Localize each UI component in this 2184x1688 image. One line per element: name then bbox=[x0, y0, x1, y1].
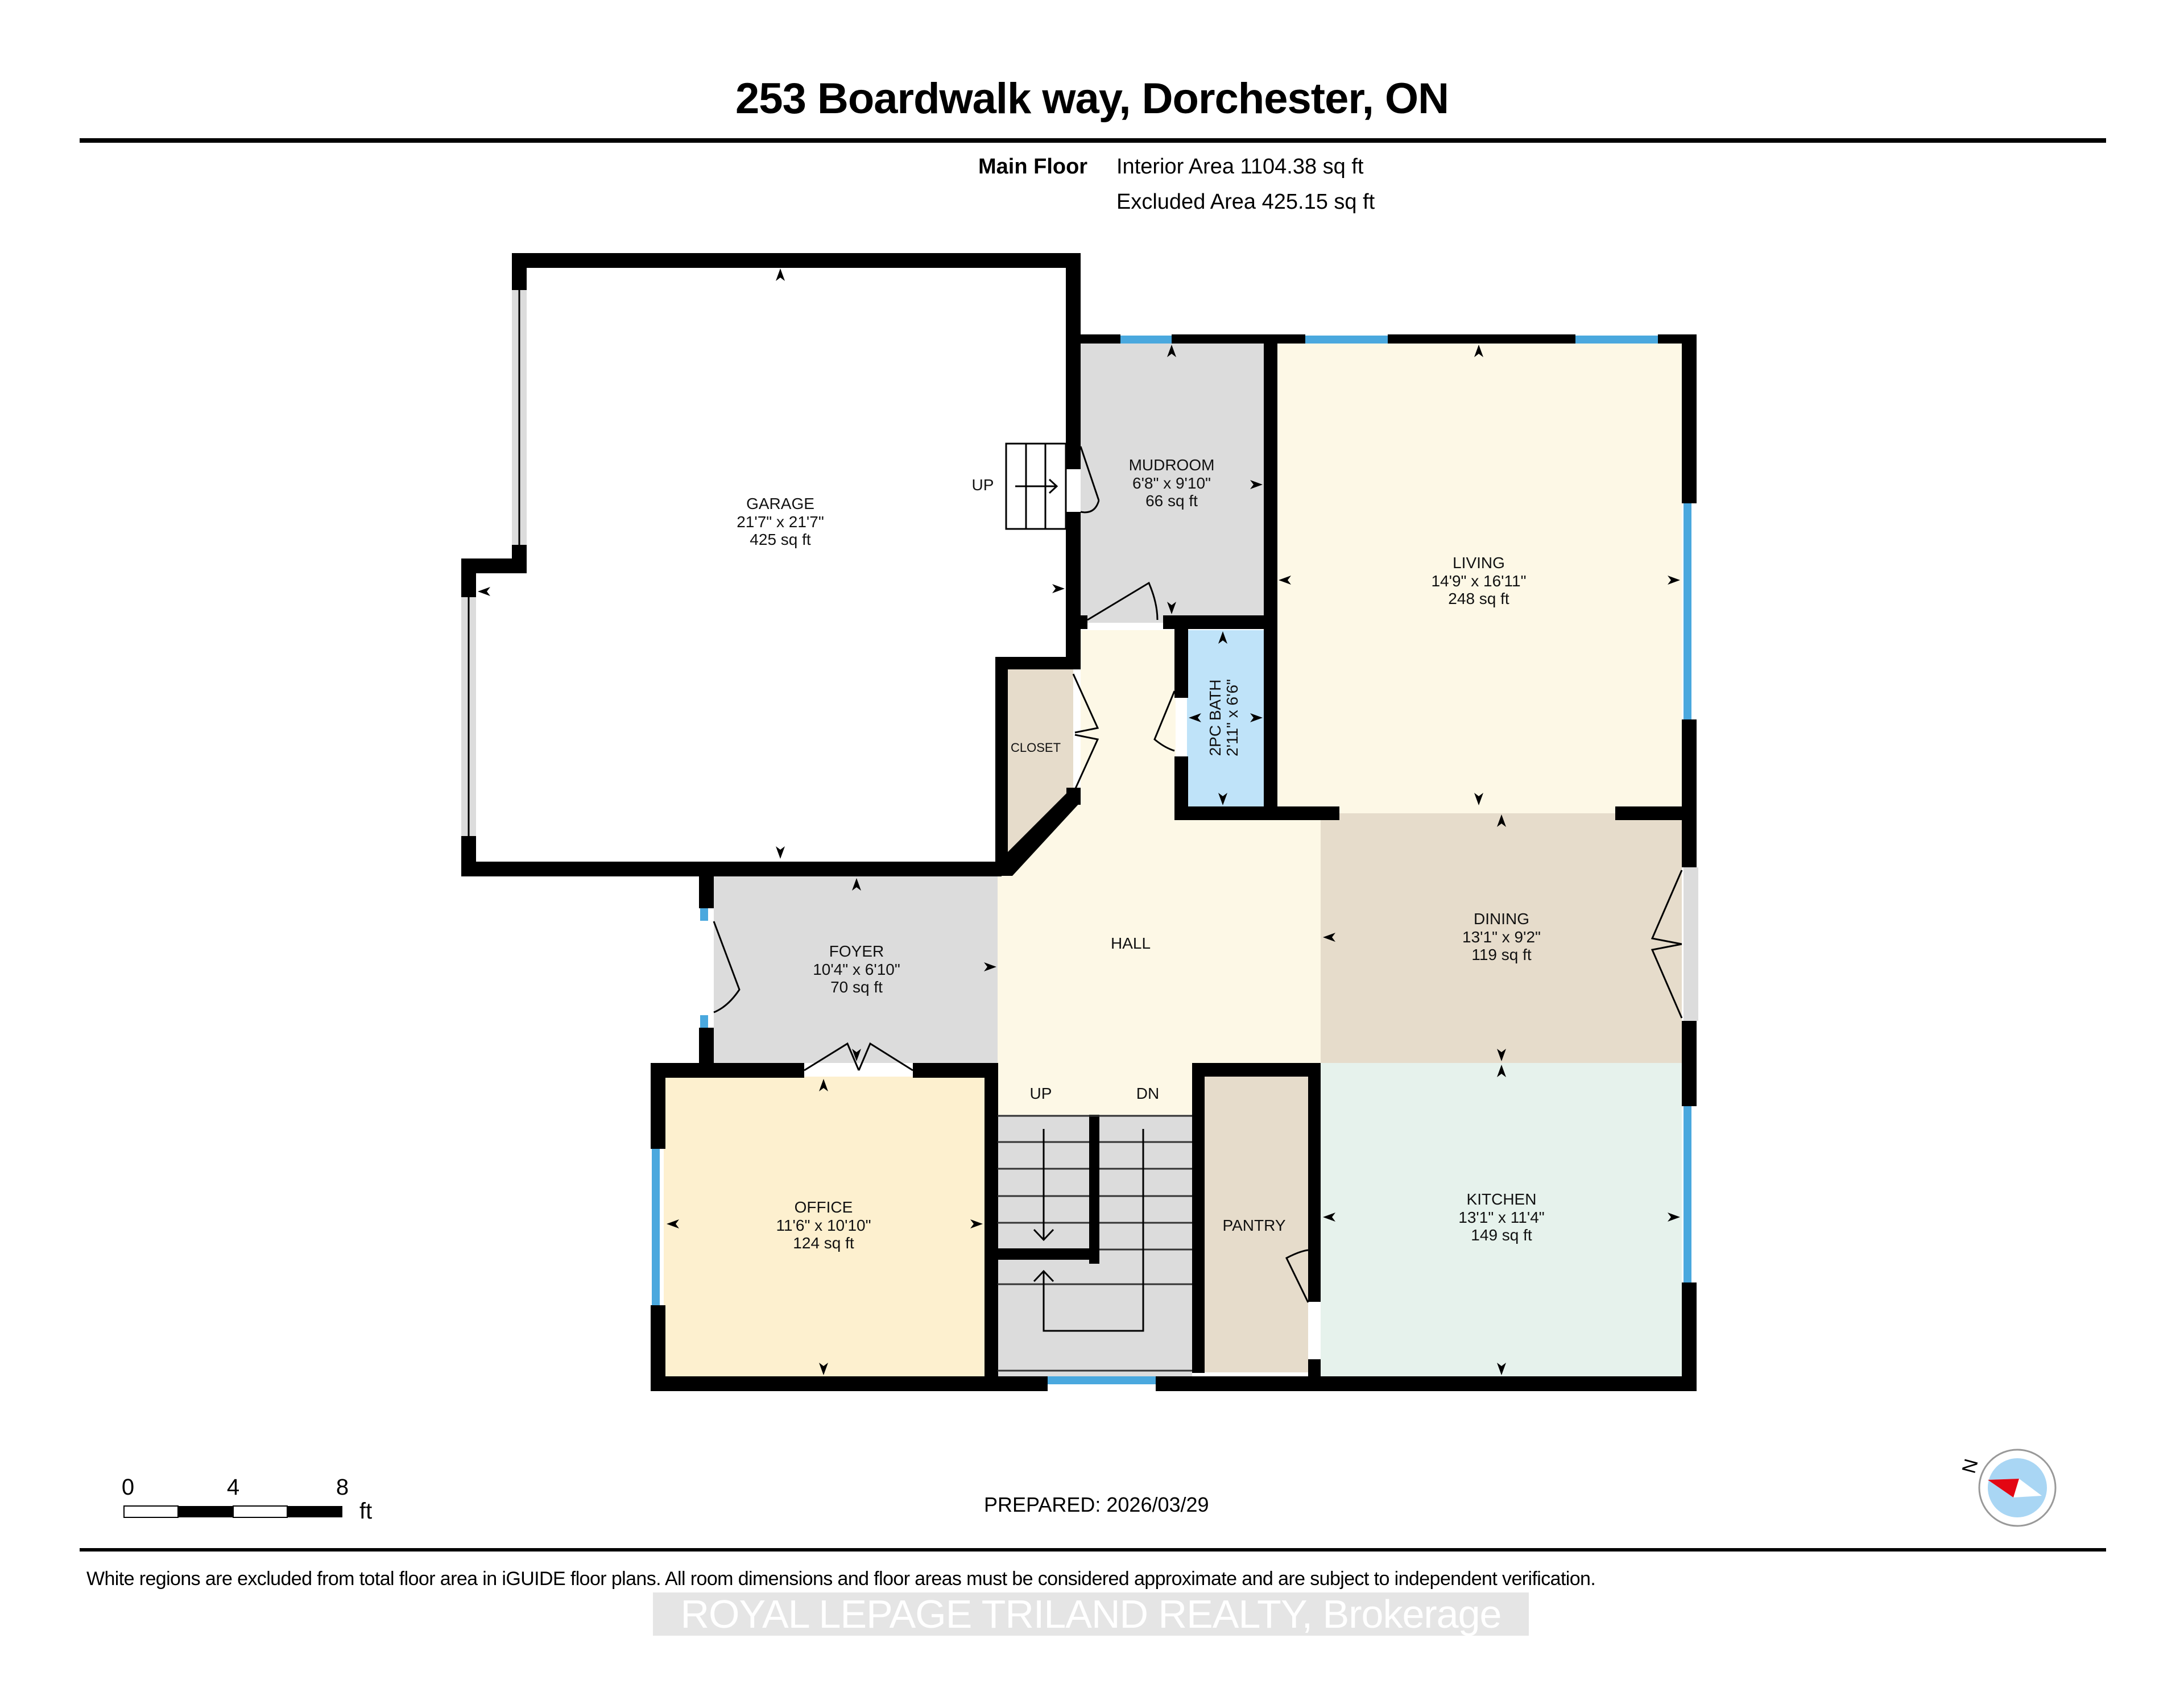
compass-north-label: N bbox=[1958, 1457, 1983, 1476]
living-dims: 14'9" x 16'11" bbox=[1431, 572, 1526, 590]
scale-bar: 0 4 8 ft bbox=[122, 1475, 372, 1524]
door-icon bbox=[1153, 690, 1176, 752]
foyer-name: FOYER bbox=[829, 942, 884, 960]
foyer-floor bbox=[714, 876, 998, 1063]
scale-unit: ft bbox=[359, 1499, 372, 1524]
garage-name: GARAGE bbox=[746, 495, 814, 512]
door-icon bbox=[1285, 1249, 1309, 1303]
window-icon bbox=[1048, 1376, 1156, 1384]
door-icon bbox=[1651, 870, 1683, 1019]
mudroom-name: MUDROOM bbox=[1129, 456, 1215, 474]
garage-openings bbox=[461, 290, 1698, 1021]
dining-area: 119 sq ft bbox=[1471, 946, 1532, 963]
stair-down-label: DN bbox=[1136, 1085, 1159, 1102]
foyer-dims: 10'4" x 6'10" bbox=[813, 961, 900, 978]
living-name: LIVING bbox=[1453, 554, 1505, 572]
excluded-area: Excluded Area 425.15 sq ft bbox=[1116, 190, 1375, 214]
garage-step bbox=[1005, 442, 1067, 530]
bath-floor bbox=[1187, 630, 1265, 806]
window-icon bbox=[1575, 336, 1658, 344]
window-icon bbox=[1684, 1106, 1691, 1282]
dining-dims: 13'1" x 9'2" bbox=[1462, 928, 1541, 946]
footer-divider bbox=[80, 1548, 2106, 1552]
pantry-floor bbox=[1203, 1077, 1308, 1372]
disclaimer-text: White regions are excluded from total fl… bbox=[86, 1568, 1596, 1590]
window-icon bbox=[652, 1149, 660, 1305]
office-name: OFFICE bbox=[795, 1198, 853, 1216]
scale-tick-0: 0 bbox=[122, 1475, 134, 1500]
room-labels: GARAGE 21'7" x 21'7" 425 sq ft UP MUDROO… bbox=[737, 456, 1545, 1252]
hall-name: HALL bbox=[1111, 934, 1151, 952]
kitchen-area: 149 sq ft bbox=[1471, 1226, 1532, 1244]
garage-dims: 21'7" x 21'7" bbox=[737, 513, 824, 531]
door-icon bbox=[1072, 673, 1099, 794]
stair-treads bbox=[998, 1115, 1192, 1372]
office-dims: 11'6" x 10'10" bbox=[776, 1217, 871, 1234]
kitchen-name: KITCHEN bbox=[1467, 1190, 1537, 1208]
door-icon bbox=[713, 921, 741, 1013]
scale-tick-8: 8 bbox=[336, 1475, 349, 1500]
living-floor bbox=[1276, 343, 1682, 813]
kitchen-floor bbox=[1321, 1063, 1682, 1381]
stair-up-label: UP bbox=[1030, 1085, 1052, 1102]
hall-floor bbox=[998, 630, 1321, 1115]
window-icon bbox=[1120, 336, 1172, 344]
mudroom-area: 66 sq ft bbox=[1145, 492, 1198, 510]
living-area: 248 sq ft bbox=[1448, 590, 1509, 607]
windows bbox=[652, 336, 1691, 1384]
window-icon bbox=[1684, 503, 1691, 719]
compass-icon: N bbox=[1958, 1449, 2057, 1527]
door-swings bbox=[713, 446, 1683, 1303]
door-icon bbox=[804, 1042, 913, 1071]
window-icon bbox=[1305, 336, 1388, 344]
floor-label: Main Floor bbox=[978, 155, 1088, 179]
mudroom-floor bbox=[1081, 343, 1265, 623]
brokerage-watermark: ROYAL LEPAGE TRILAND REALTY, Brokerage bbox=[653, 1592, 1529, 1636]
dining-name: DINING bbox=[1474, 910, 1529, 928]
header-divider bbox=[80, 138, 2106, 143]
garage-stair-up: UP bbox=[972, 476, 994, 494]
garage-floor bbox=[469, 264, 1073, 868]
window-icon bbox=[700, 1015, 708, 1028]
dimension-markers bbox=[478, 268, 1680, 1375]
office-floor bbox=[664, 1077, 985, 1381]
prepared-date: PREPARED: 2026/03/29 bbox=[984, 1493, 1209, 1516]
bath-dims: 2'11" x 6'6" bbox=[1223, 679, 1241, 756]
mudroom-dims: 6'8" x 9'10" bbox=[1132, 474, 1211, 492]
foyer-area: 70 sq ft bbox=[830, 978, 883, 996]
room-fills bbox=[469, 264, 1682, 1381]
garage-area: 425 sq ft bbox=[750, 531, 811, 548]
door-icon bbox=[1079, 446, 1100, 514]
interior-area: Interior Area 1104.38 sq ft bbox=[1116, 155, 1364, 179]
closet-name: CLOSET bbox=[1011, 740, 1061, 755]
window-icon bbox=[700, 908, 708, 921]
bath-name: 2PC BATH bbox=[1206, 680, 1224, 756]
page-title: 253 Boardwalk way, Dorchester, ON bbox=[735, 75, 1449, 123]
walls bbox=[461, 253, 1697, 1391]
door-icon bbox=[1087, 581, 1159, 621]
pantry-name: PANTRY bbox=[1223, 1217, 1286, 1234]
dining-floor bbox=[1321, 813, 1682, 1063]
office-area: 124 sq ft bbox=[793, 1234, 854, 1252]
scale-tick-4: 4 bbox=[227, 1475, 239, 1500]
kitchen-dims: 13'1" x 11'4" bbox=[1458, 1209, 1544, 1226]
